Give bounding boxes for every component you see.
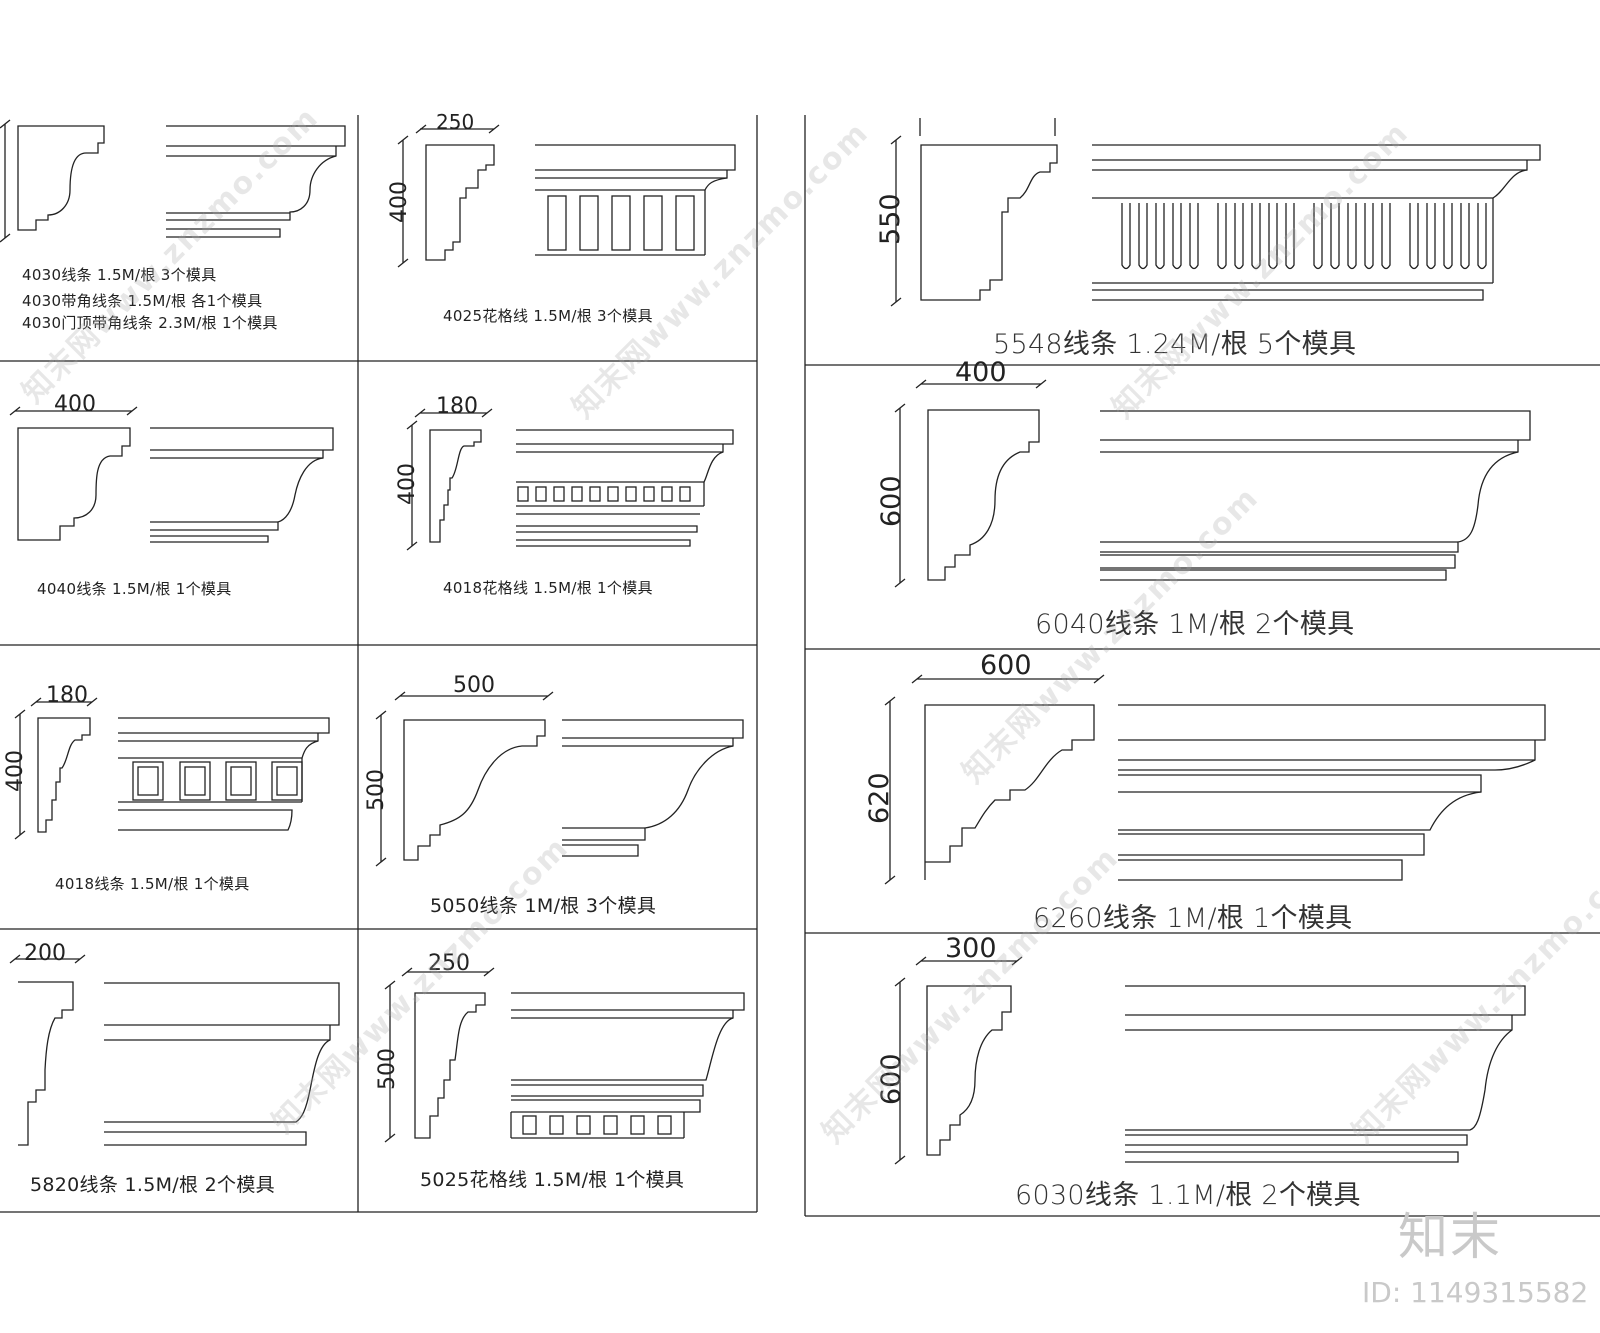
label-5025: 5025花格线 1.5M/根 1个模具 <box>420 1169 685 1191</box>
dim-4018b-width: 180 <box>46 683 88 708</box>
profile-5820 <box>9 954 86 1146</box>
elevation-4040 <box>150 427 334 543</box>
elevation-4018b <box>118 717 330 831</box>
dim-6030-height: 600 <box>876 1053 907 1105</box>
elevation-4018a <box>516 429 734 547</box>
profile-6260 <box>884 674 1105 885</box>
elevation-5025 <box>510 992 745 1139</box>
elevation-6040 <box>1100 410 1531 581</box>
right-grid <box>804 115 1600 1217</box>
label-4030-line-2: 4030带角线条 1.5M/根 各1个模具 <box>22 292 263 310</box>
dim-4025-height: 400 <box>387 181 412 223</box>
dim-6030-width: 300 <box>945 933 997 964</box>
dim-5025-height: 500 <box>375 1048 400 1090</box>
brand-logo: 知末 <box>1398 1208 1502 1266</box>
elevation-5548 <box>1092 144 1541 301</box>
elevation-4025 <box>535 144 736 256</box>
label-5548: 5548线条 1.24M/根 5个模具 <box>993 329 1357 360</box>
label-5820: 5820线条 1.5M/根 2个模具 <box>30 1174 275 1196</box>
profile-5050 <box>375 691 554 867</box>
profile-4018a <box>406 408 493 551</box>
label-4018a: 4018花格线 1.5M/根 1个模具 <box>443 579 653 597</box>
profile-5548 <box>890 118 1058 307</box>
profile-4018b <box>14 697 98 840</box>
dim-6260-width: 600 <box>980 650 1032 681</box>
dim-4018a-width: 180 <box>436 394 478 419</box>
label-6040: 6040线条 1M/根 2个模具 <box>1035 609 1355 640</box>
label-4030-line-3: 4030门顶带角线条 2.3M/根 1个模具 <box>22 314 278 332</box>
left-grid <box>0 115 758 1213</box>
image-id-label: ID: 1149315582 <box>1362 1276 1589 1309</box>
profile-6040 <box>894 379 1047 588</box>
elevation-6260 <box>1118 704 1546 881</box>
label-4030-line-1: 4030线条 1.5M/根 3个模具 <box>22 266 217 284</box>
dim-6260-height: 620 <box>864 772 895 824</box>
dim-4018b-height: 400 <box>3 750 28 792</box>
dim-5050-width: 500 <box>453 673 495 698</box>
dim-5025-width: 250 <box>428 951 470 976</box>
dim-6040-width: 400 <box>955 357 1007 388</box>
dim-5548-height: 550 <box>875 193 906 245</box>
elevation-5820 <box>104 982 340 1146</box>
label-6260: 6260线条 1M/根 1个模具 <box>1033 903 1353 934</box>
label-4040: 4040线条 1.5M/根 1个模具 <box>37 580 232 598</box>
label-6030: 6030线条 1.1M/根 2个模具 <box>1015 1180 1361 1211</box>
dim-4025-width: 250 <box>436 110 475 134</box>
profile-4025 <box>397 124 500 268</box>
elevation-6030 <box>1125 985 1526 1163</box>
profile-4030 <box>0 119 105 243</box>
dim-5050-height: 500 <box>364 769 389 811</box>
profile-5025 <box>384 967 495 1143</box>
dim-4018a-height: 400 <box>395 463 420 505</box>
flute-group <box>1121 203 1487 270</box>
label-4025: 4025花格线 1.5M/根 3个模具 <box>443 307 653 325</box>
dim-4040-width: 400 <box>54 392 96 417</box>
elevation-4030 <box>166 125 346 238</box>
dim-5820-width: 200 <box>24 941 66 966</box>
profile-6030 <box>894 956 1023 1165</box>
label-5050: 5050线条 1M/根 3个模具 <box>430 895 657 917</box>
label-4018b: 4018线条 1.5M/根 1个模具 <box>55 875 250 893</box>
dim-6040-height: 600 <box>876 475 907 527</box>
elevation-5050 <box>562 719 744 857</box>
profile-4040 <box>9 406 138 541</box>
